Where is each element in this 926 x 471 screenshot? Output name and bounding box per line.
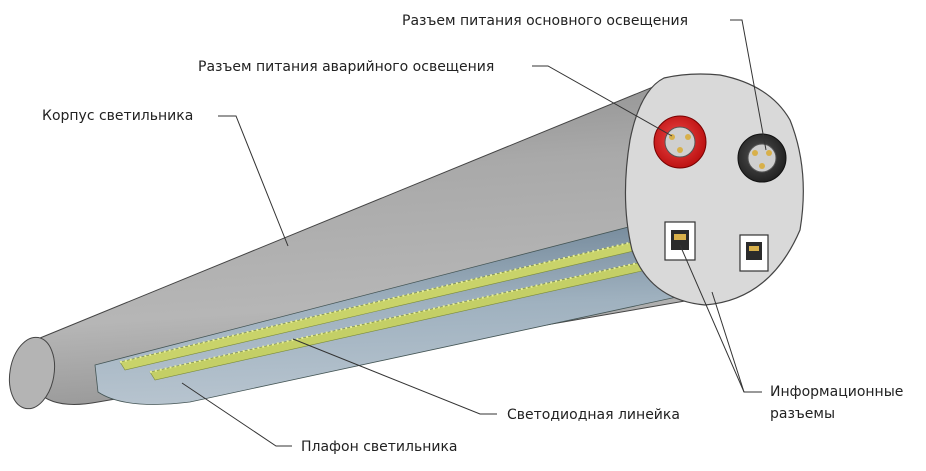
end-cap [624,73,804,306]
label-info-connectors: Информационные разъемы [770,381,904,425]
label-diffuser: Плафон светильника [301,439,458,455]
main-power-connector [737,133,787,183]
label-main-power-connector: Разъем питания основного освещения [402,13,689,29]
leader-main-power [730,19,767,151]
leader-info-connectors-2 [711,291,745,393]
label-info-line2: разъемы [770,406,836,422]
label-housing: Корпус светильника [42,108,194,124]
info-connector-1 [664,221,696,261]
leader-lines [181,19,767,447]
label-info-line1: Информационные [770,384,904,400]
label-emergency-power-connector: Разъем питания аварийного освещения [198,59,495,75]
label-led-strip: Светодиодная линейка [507,407,680,423]
leader-housing [218,115,289,247]
leader-emergency-power [532,65,673,137]
emergency-power-connector [653,115,707,169]
leader-diffuser [181,382,292,447]
info-connector-2 [739,234,769,272]
leader-led-strip [292,338,497,415]
